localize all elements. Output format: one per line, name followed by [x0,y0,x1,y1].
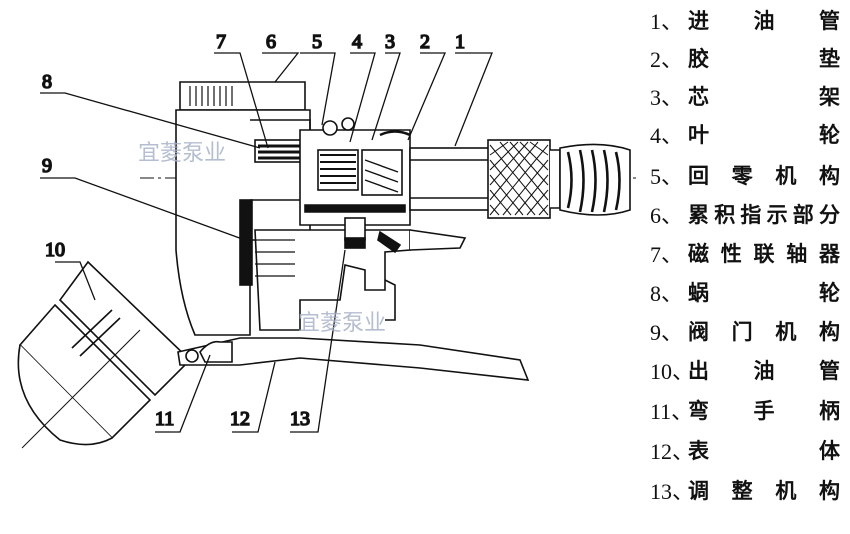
valve-body [254,217,467,331]
legend-item: 3、芯架 [650,78,840,114]
legend-label: 阀门机构 [688,320,840,344]
legend-label: 出油管 [688,359,840,383]
legend-label: 回零机构 [688,164,840,188]
lever-handle [177,337,530,381]
legend-label: 进油管 [688,9,840,33]
legend-item: 11、弯手柄 [650,392,840,428]
callout-7: 7 [216,31,226,53]
inlet-pipe [409,139,631,219]
legend-item: 2、胶垫 [650,40,840,76]
callout-11: 11 [155,408,174,430]
watermark-top: 宜菱泵业 [138,141,226,166]
legend-item: 5、回零机构 [650,157,840,193]
legend-item: 4、叶轮 [650,116,840,152]
callout-12: 12 [230,408,250,430]
callout-8: 8 [42,71,52,93]
legend-label: 叶轮 [688,123,840,147]
legend-label: 弯手柄 [688,399,840,423]
legend-item: 13、调整机构 [650,472,840,508]
legend-item: 12、表体 [650,432,840,468]
callout-5: 5 [312,31,322,53]
legend-label: 调整机构 [688,479,840,503]
legend-item: 8、蜗轮 [650,274,840,310]
legend-label: 累积指示部分 [688,203,840,227]
legend-label: 蜗轮 [688,281,840,305]
legend-item: 10、出油管 [650,352,840,388]
legend-label: 芯架 [688,85,840,109]
callout-6: 6 [266,31,276,53]
callout-10: 10 [45,239,65,261]
legend-label: 表体 [688,439,840,463]
leader-lines [40,52,493,433]
legend-item: 6、累积指示部分 [650,196,840,232]
legend-label: 胶垫 [688,47,840,71]
legend-item: 9、阀门机构 [650,313,840,349]
watermark-bottom: 宜菱泵业 [298,311,386,336]
callout-1: 1 [455,31,465,53]
callout-9: 9 [42,155,52,177]
legend-item: 1、进油管 [650,2,840,38]
callout-3: 3 [385,31,395,53]
legend-label: 磁性联轴器 [688,242,840,266]
callout-2: 2 [420,31,430,53]
core-assembly [299,117,411,226]
callout-4: 4 [352,31,362,53]
legend-item: 7、磁性联轴器 [650,235,840,271]
callout-13: 13 [290,408,310,430]
